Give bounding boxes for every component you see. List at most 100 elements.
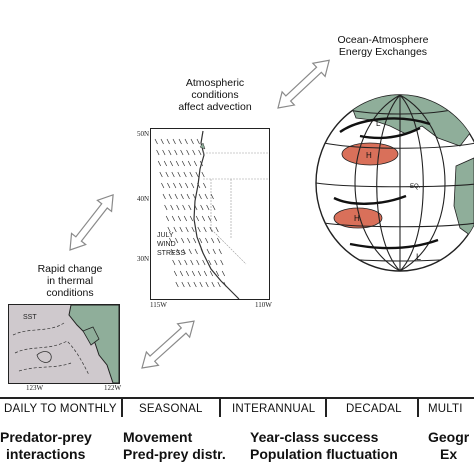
wind-vector xyxy=(183,171,187,178)
wind-vector xyxy=(193,160,198,167)
wind-vector xyxy=(175,160,180,167)
wind-vector xyxy=(170,248,174,255)
wind-vector xyxy=(209,226,213,233)
low-label: L xyxy=(376,119,381,128)
process-line: Predator-prey xyxy=(0,429,92,445)
wind-vector xyxy=(199,281,203,288)
wind-vector xyxy=(160,138,164,145)
wind-vector xyxy=(212,204,216,211)
wind-vector xyxy=(185,182,189,189)
wind-vector xyxy=(201,171,205,178)
globe-land-east xyxy=(453,157,474,239)
wind-vector xyxy=(192,193,196,200)
wind-vector xyxy=(154,138,158,145)
wind-vector xyxy=(199,160,204,167)
wind-vector xyxy=(162,193,166,200)
ocean-atmosphere-caption: Ocean-Atmosphere Energy Exchanges xyxy=(318,34,448,58)
island xyxy=(199,142,206,150)
process-seasonal: Movement Pred-prey distr. xyxy=(123,429,226,463)
caption-line: affect advection xyxy=(178,101,252,113)
wind-vector xyxy=(167,182,171,189)
wind-vector xyxy=(215,270,220,277)
wind-vector xyxy=(176,204,180,211)
wind-vector xyxy=(186,193,190,200)
lat-tick-40n: 40N xyxy=(137,195,150,203)
wind-vector xyxy=(197,270,202,277)
wind-vector xyxy=(200,248,204,255)
globe: H H L L EQ. xyxy=(315,94,474,272)
wind-vector xyxy=(220,259,224,266)
wind-vector xyxy=(173,182,177,189)
caption-line: Ocean-Atmosphere xyxy=(337,34,429,46)
wind-vector xyxy=(208,259,212,266)
wind-vector xyxy=(162,149,166,156)
wind-vector xyxy=(165,215,170,222)
wind-vector xyxy=(189,171,193,178)
wind-vector xyxy=(195,171,199,178)
lon-tick-115w: 115W xyxy=(150,301,167,309)
wind-vector xyxy=(221,270,226,277)
atmospheric-caption: Atmospheric conditions affect advection xyxy=(160,77,270,113)
pressure-cell-south xyxy=(333,207,383,229)
sst-map: SST xyxy=(8,304,120,384)
sst-land xyxy=(68,305,119,383)
wind-vector xyxy=(179,270,184,277)
process-line: Year-class success xyxy=(250,429,379,445)
timescale-multi: MULTI xyxy=(428,403,463,415)
caption-line: Atmospheric xyxy=(185,77,245,89)
wind-vector xyxy=(223,281,227,288)
wind-vector xyxy=(163,160,168,167)
caption-line: Energy Exchanges xyxy=(338,46,428,58)
wind-vector xyxy=(174,149,178,156)
low-label: L xyxy=(416,252,421,262)
wind-vector xyxy=(187,237,191,244)
wind-stress-graphic: JULY WIND STRESS xyxy=(154,130,269,300)
caption-line: conditions xyxy=(46,287,94,299)
wind-vector xyxy=(197,226,201,233)
wind-stress-label-line: JULY xyxy=(157,232,174,239)
wind-vector xyxy=(218,248,222,255)
process-multi: Geogr Ex xyxy=(428,429,474,463)
wind-vector xyxy=(157,160,162,167)
wind-vector xyxy=(179,226,183,233)
wind-vector xyxy=(165,171,169,178)
wind-vector xyxy=(188,204,192,211)
wind-vector xyxy=(173,270,178,277)
sst-contour xyxy=(36,351,52,363)
wind-vector xyxy=(190,259,194,266)
caption-line: Rapid change xyxy=(37,263,103,275)
high-label: H xyxy=(354,214,360,223)
wind-vector xyxy=(197,182,201,189)
timescale-rule xyxy=(0,397,474,399)
wind-vector xyxy=(214,259,218,266)
timescale-divider xyxy=(417,397,419,417)
wind-vector xyxy=(191,226,195,233)
high-label: H xyxy=(366,151,372,160)
wind-stress-map: JULY WIND STRESS xyxy=(150,128,270,300)
timescale-divider xyxy=(325,397,327,417)
timescale-divider xyxy=(219,397,221,417)
wind-vector xyxy=(193,237,197,244)
wind-vector xyxy=(180,149,184,156)
wind-vector xyxy=(192,149,196,156)
wind-vector xyxy=(178,259,182,266)
process-line: Pred-prey distr. xyxy=(123,446,226,462)
wind-vector xyxy=(201,215,206,222)
caption-line: conditions xyxy=(191,89,239,101)
caption-line: in thermal xyxy=(46,275,94,287)
equator-label: EQ. xyxy=(410,184,421,190)
wind-vector xyxy=(204,193,208,200)
wind-vector xyxy=(169,160,174,167)
wind-vector xyxy=(199,237,203,244)
wind-stress-label-line: STRESS xyxy=(157,250,185,257)
wind-vector xyxy=(207,215,212,222)
sst-contour xyxy=(12,322,90,376)
wind-vector xyxy=(206,204,210,211)
wind-vector xyxy=(175,281,179,288)
wind-vector xyxy=(198,193,202,200)
wind-vector xyxy=(195,215,200,222)
arrow-sst-wind xyxy=(135,313,201,376)
wind-vector xyxy=(211,237,215,244)
wind-vector xyxy=(210,193,214,200)
wind-vector xyxy=(173,226,177,233)
